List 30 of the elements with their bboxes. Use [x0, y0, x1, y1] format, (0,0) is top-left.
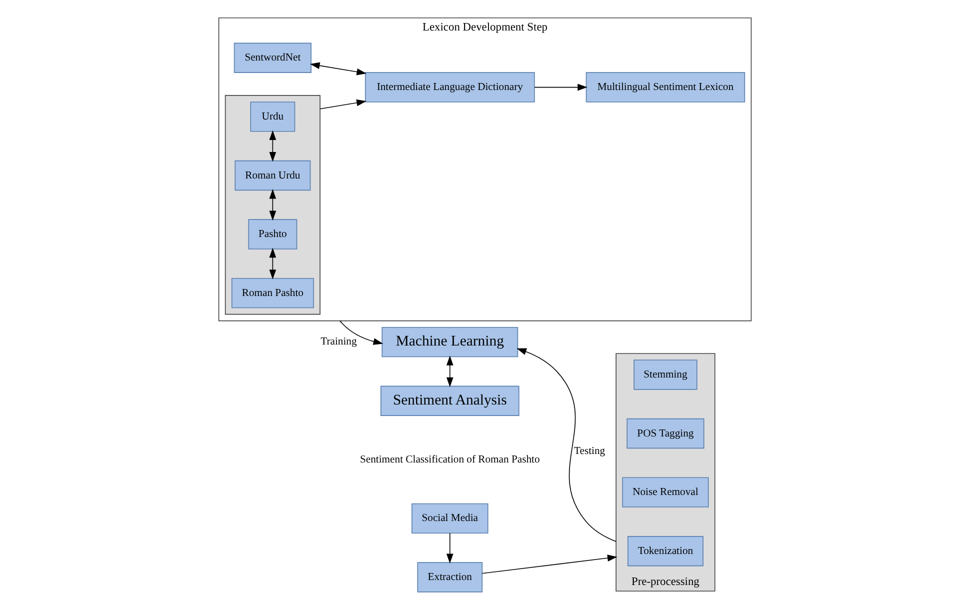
arrow	[339, 320, 383, 345]
node-box: Machine Learning	[381, 326, 518, 358]
node-box: Roman Pashto	[230, 278, 314, 308]
arrow	[319, 99, 366, 110]
node-box: SentwordNet	[233, 42, 311, 73]
node-box: Noise Removal	[622, 477, 708, 508]
cluster	[224, 95, 320, 315]
node-box: Multilingual Sentiment Lexicon	[585, 72, 745, 102]
node-box: POS Tagging	[626, 418, 704, 449]
edge-label: Training	[320, 336, 356, 348]
node-box: Urdu	[250, 102, 295, 132]
arrow	[268, 188, 276, 221]
node-box: Sentiment Analysis	[380, 386, 519, 416]
node-box: Social Media	[411, 503, 488, 534]
node-box: Extraction	[416, 562, 482, 592]
node-box: Tokenization	[627, 536, 703, 566]
arrow	[268, 248, 276, 280]
arrow	[446, 532, 453, 564]
arrow	[516, 348, 616, 542]
node-box: Pashto	[248, 219, 297, 250]
arrow	[268, 130, 276, 162]
label: Sentiment Classification of Roman Pashto	[360, 454, 540, 466]
node-box: Intermediate Language Dictionary	[364, 72, 534, 102]
arrow	[446, 356, 453, 388]
node-box: Stemming	[633, 360, 697, 390]
arrow	[481, 554, 617, 574]
arrow	[309, 62, 366, 76]
node-box: Roman Urdu	[234, 160, 310, 191]
arrow	[534, 84, 587, 91]
edge-label: Testing	[574, 446, 605, 458]
